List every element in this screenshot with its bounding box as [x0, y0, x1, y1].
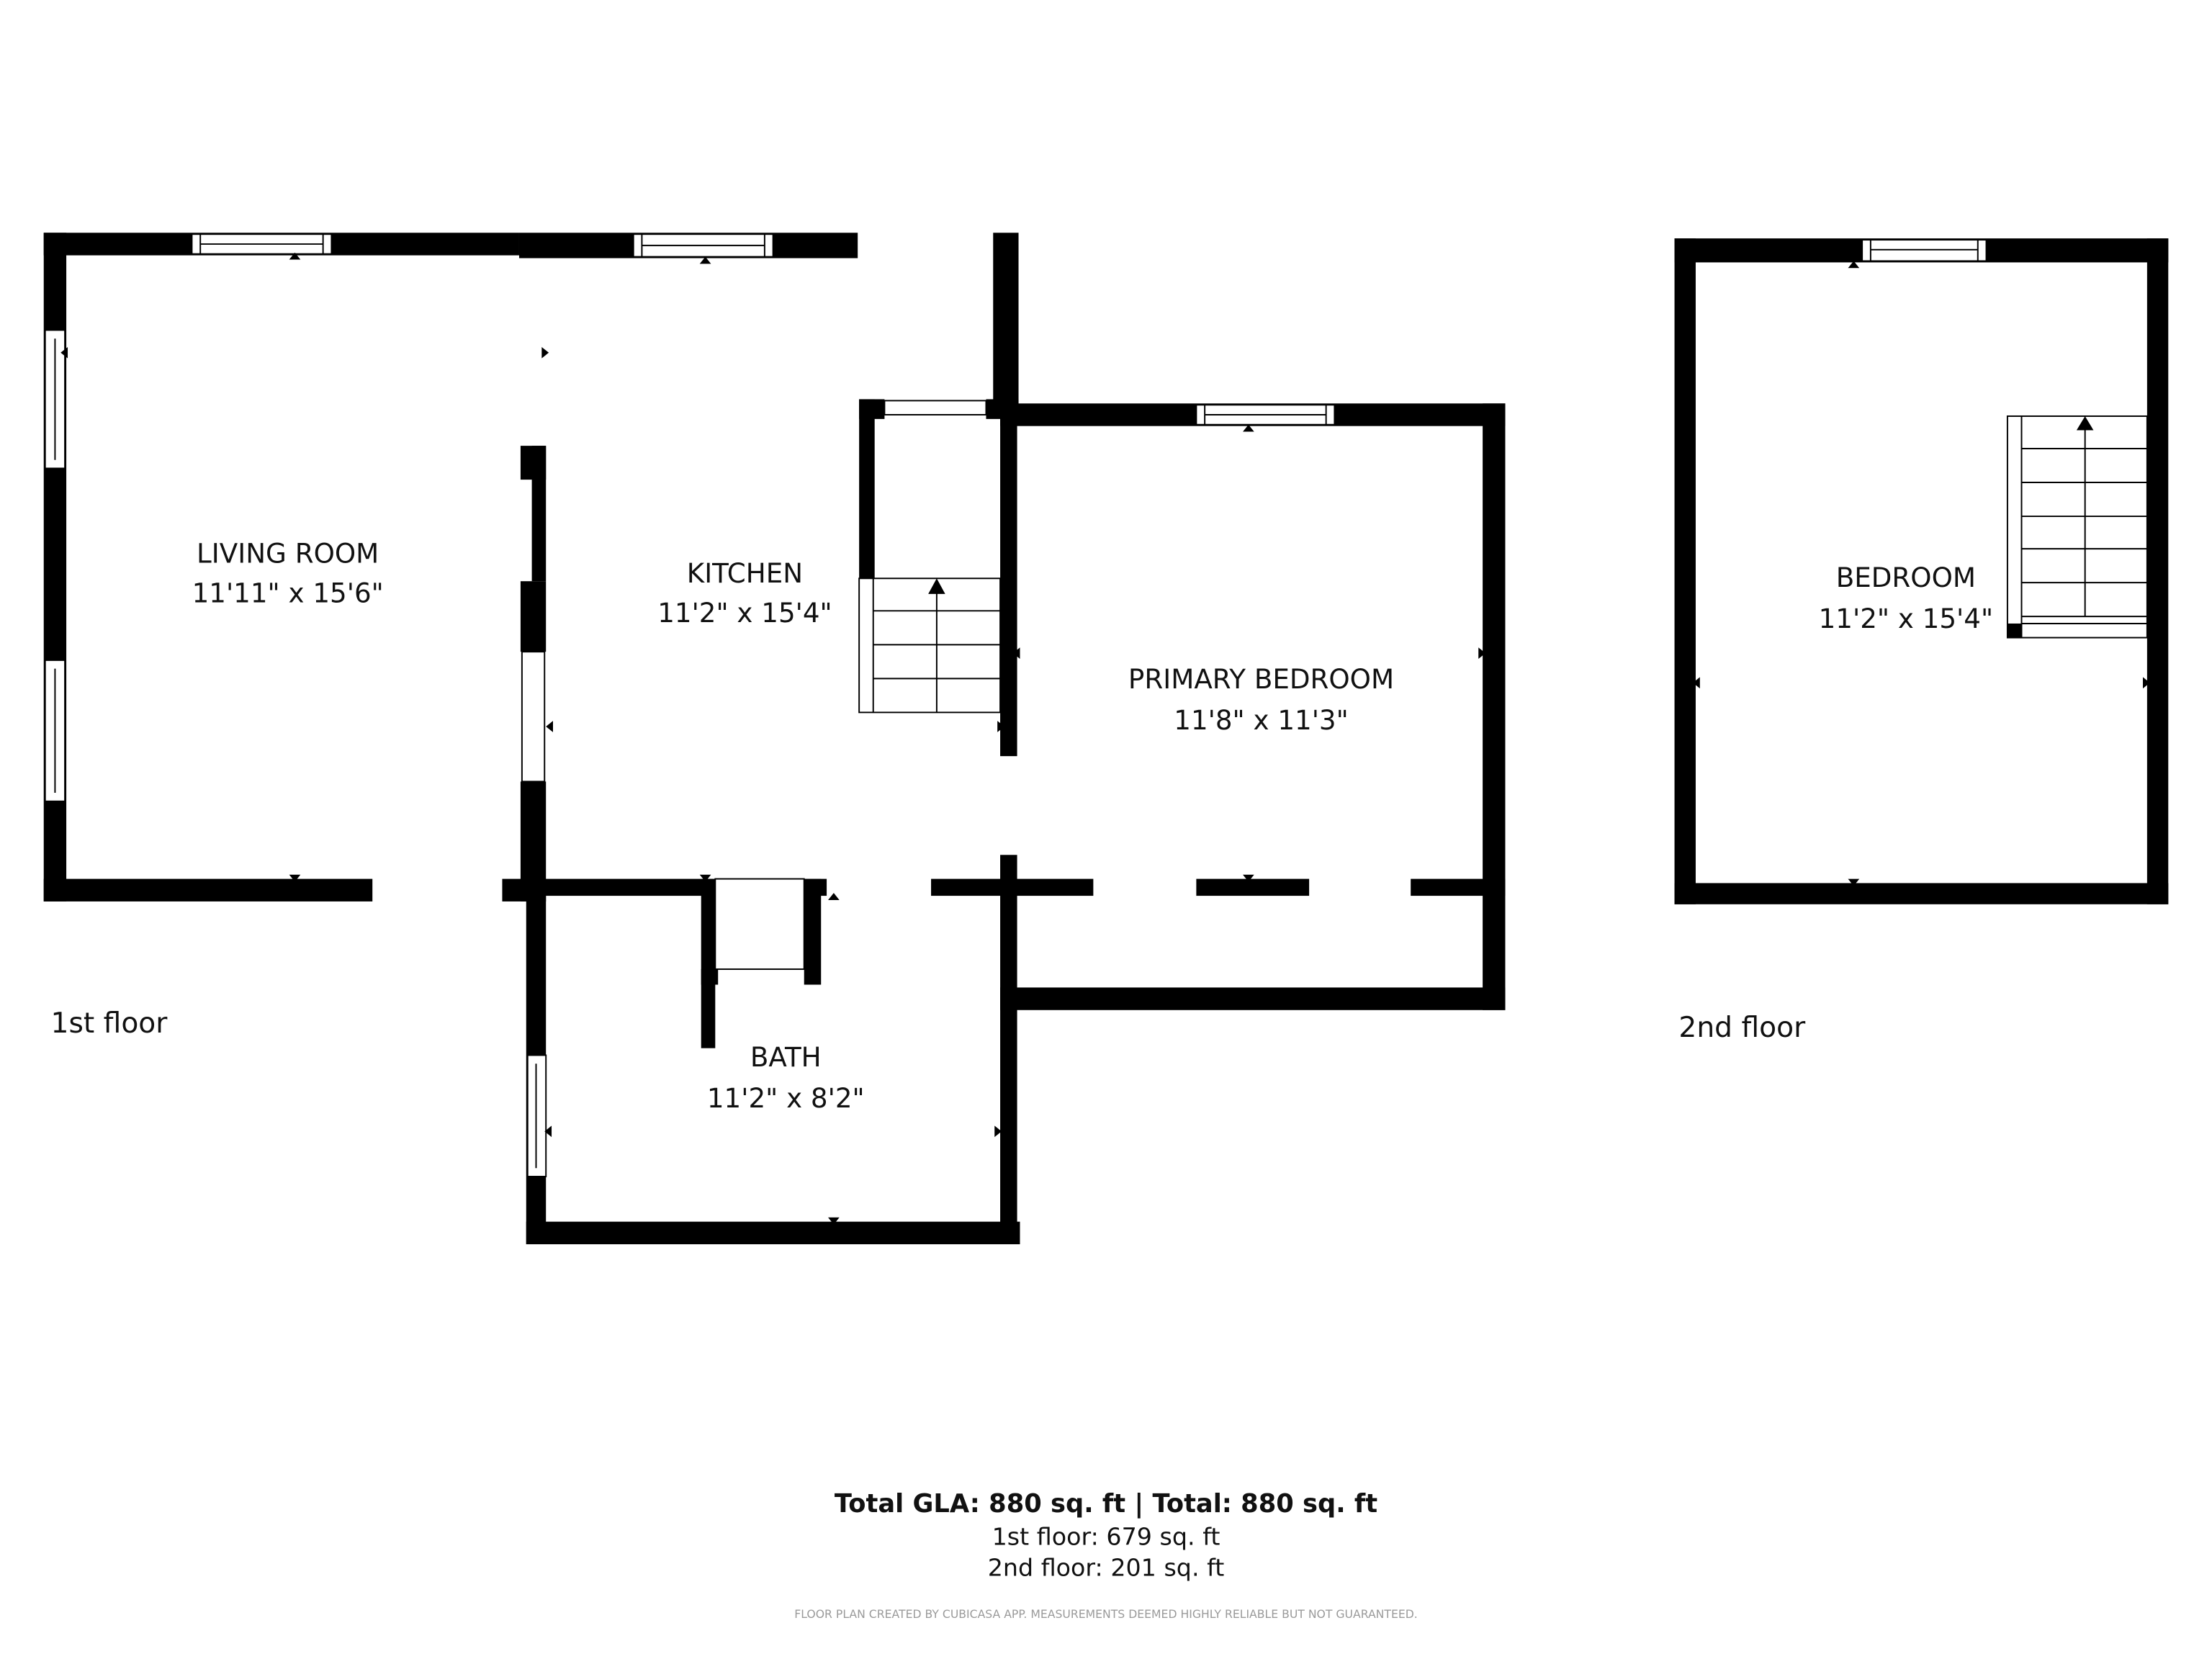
room-dimensions: 11'2" x 8'2": [707, 1082, 865, 1114]
room-bedroom: BEDROOM 11'2" x 15'4": [1819, 562, 1993, 634]
room-dimensions: 11'2" x 15'4": [1819, 603, 1993, 634]
room-primary-bedroom: PRIMARY BEDROOM 11'8" x 11'3": [1128, 663, 1394, 736]
floor-label-first: 1st floor: [51, 1007, 168, 1040]
room-dimensions: 11'8" x 11'3": [1174, 704, 1348, 736]
stair-arrow-icon: [2076, 415, 2094, 431]
measurement-markers: [60, 252, 1486, 1225]
room-name: BEDROOM: [1836, 562, 1976, 593]
room-name: KITCHEN: [687, 557, 803, 589]
room-kitchen: KITCHEN 11'2" x 15'4": [657, 557, 832, 629]
window: [191, 233, 333, 255]
room-living-room: LIVING ROOM 11'11" x 15'6": [192, 538, 384, 609]
window: [632, 233, 774, 258]
window: [1861, 239, 1987, 262]
second-floor-plan: BEDROOM 11'2" x 15'4" 2nd floor: [1674, 238, 2169, 1044]
window: [44, 329, 66, 469]
total-area: Total GLA: 880 sq. ft | Total: 880 sq. f…: [835, 1489, 1377, 1519]
window: [44, 659, 66, 802]
room-name: LIVING ROOM: [197, 538, 379, 570]
measurement-markers: [1693, 261, 2150, 886]
stair-arrow-icon: [928, 578, 945, 594]
room-name: BATH: [750, 1041, 822, 1073]
floor-label-second: 2nd floor: [1678, 1012, 1806, 1044]
staircase: [2006, 415, 2148, 639]
area-summary: Total GLA: 880 sq. ft | Total: 880 sq. f…: [794, 1489, 1418, 1621]
second-floor-area: 2nd floor: 201 sq. ft: [988, 1553, 1225, 1581]
first-floor-area: 1st floor: 679 sq. ft: [992, 1522, 1220, 1550]
first-floor-plan: LIVING ROOM 11'11" x 15'6" KITCHEN 11'2"…: [43, 233, 1506, 1244]
window: [526, 1054, 547, 1177]
room-name: PRIMARY BEDROOM: [1128, 663, 1394, 695]
room-bath: BATH 11'2" x 8'2": [707, 1041, 865, 1114]
room-dimensions: 11'11" x 15'6": [192, 577, 384, 609]
staircase: [858, 577, 1002, 714]
disclaimer: FLOOR PLAN CREATED BY CUBICASA APP. MEAS…: [794, 1607, 1418, 1621]
room-dimensions: 11'2" x 15'4": [657, 597, 832, 629]
